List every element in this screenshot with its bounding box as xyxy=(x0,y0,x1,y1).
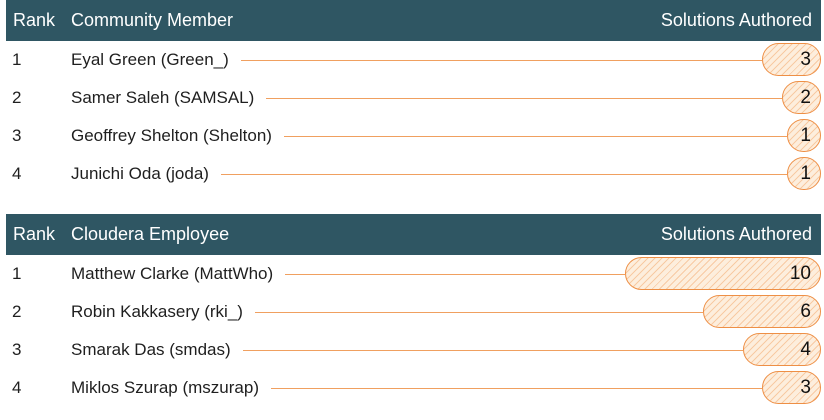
rank-number: 2 xyxy=(12,302,22,321)
rank-column-header: Rank xyxy=(13,10,56,30)
solutions-bar xyxy=(703,295,821,328)
rank-number: 3 xyxy=(12,126,22,145)
leaderboard-row: 2 Samer Saleh (SAMSAL) 2 xyxy=(6,79,821,117)
leader-line xyxy=(285,274,625,275)
solutions-column-header: Solutions Authored xyxy=(660,10,812,30)
rank-number: 2 xyxy=(12,88,22,107)
community-leaderboard: Rank Community Member Solutions Authored… xyxy=(6,0,821,193)
solutions-count: 6 xyxy=(800,301,811,322)
leaderboard-row: 1 Eyal Green (Green_) 3 xyxy=(6,41,821,79)
solutions-count: 4 xyxy=(800,339,811,360)
solutions-count: 3 xyxy=(800,49,811,70)
rank-column-header: Rank xyxy=(13,224,56,244)
solutions-count: 10 xyxy=(789,263,811,284)
solutions-bar xyxy=(762,371,821,404)
community-leaderboard-header: Rank Community Member Solutions Authored xyxy=(6,0,821,41)
rank-number: 1 xyxy=(12,50,22,69)
solutions-count: 2 xyxy=(800,87,811,108)
leader-line xyxy=(255,312,703,313)
member-name-link[interactable]: Geoffrey Shelton (Shelton) xyxy=(71,126,272,145)
rank-number: 4 xyxy=(12,378,22,397)
solutions-count: 1 xyxy=(800,163,811,184)
solutions-bar xyxy=(625,257,821,290)
solutions-bar xyxy=(787,157,821,190)
leader-line xyxy=(243,350,743,351)
leader-line xyxy=(271,388,762,389)
employee-leaderboard: Rank Cloudera Employee Solutions Authore… xyxy=(6,214,821,407)
rank-number: 1 xyxy=(12,264,22,283)
leaderboard-row: 4 Miklos Szurap (mszurap) 3 xyxy=(6,369,821,407)
solutions-column-header: Solutions Authored xyxy=(660,224,812,244)
solutions-count: 3 xyxy=(800,377,811,398)
rank-number: 4 xyxy=(12,164,22,183)
member-name-link[interactable]: Eyal Green (Green_) xyxy=(71,50,229,69)
leader-line xyxy=(266,98,782,99)
solutions-bar xyxy=(787,119,821,152)
leader-line xyxy=(241,60,762,61)
employee-column-header: Cloudera Employee xyxy=(71,224,230,244)
leaderboard-row: 3 Geoffrey Shelton (Shelton) 1 xyxy=(6,117,821,155)
leaderboard-row: 1 Matthew Clarke (MattWho) 10 xyxy=(6,255,821,293)
member-name-link[interactable]: Junichi Oda (joda) xyxy=(71,164,209,183)
leaderboard-row: 4 Junichi Oda (joda) 1 xyxy=(6,155,821,193)
solutions-bar xyxy=(782,81,821,114)
solutions-count: 1 xyxy=(800,125,811,146)
rank-number: 3 xyxy=(12,340,22,359)
member-column-header: Community Member xyxy=(71,10,234,30)
solutions-bar xyxy=(762,43,821,76)
employee-leaderboard-header: Rank Cloudera Employee Solutions Authore… xyxy=(6,214,821,255)
employee-leaderboard-rows: 1 Matthew Clarke (MattWho) 10 2 Robin Ka… xyxy=(6,255,821,407)
employee-name-link[interactable]: Miklos Szurap (mszurap) xyxy=(71,378,259,397)
solutions-bar xyxy=(743,333,821,366)
leaderboard-row: 3 Smarak Das (smdas) 4 xyxy=(6,331,821,369)
community-leaderboard-rows: 1 Eyal Green (Green_) 3 2 Samer Saleh (S… xyxy=(6,41,821,193)
member-name-link[interactable]: Samer Saleh (SAMSAL) xyxy=(71,88,255,107)
leader-line xyxy=(284,136,787,137)
leader-line xyxy=(221,174,787,175)
employee-name-link[interactable]: Smarak Das (smdas) xyxy=(71,340,231,359)
employee-name-link[interactable]: Robin Kakkasery (rki_) xyxy=(71,302,243,321)
leaderboard-row: 2 Robin Kakkasery (rki_) 6 xyxy=(6,293,821,331)
employee-name-link[interactable]: Matthew Clarke (MattWho) xyxy=(71,264,274,283)
